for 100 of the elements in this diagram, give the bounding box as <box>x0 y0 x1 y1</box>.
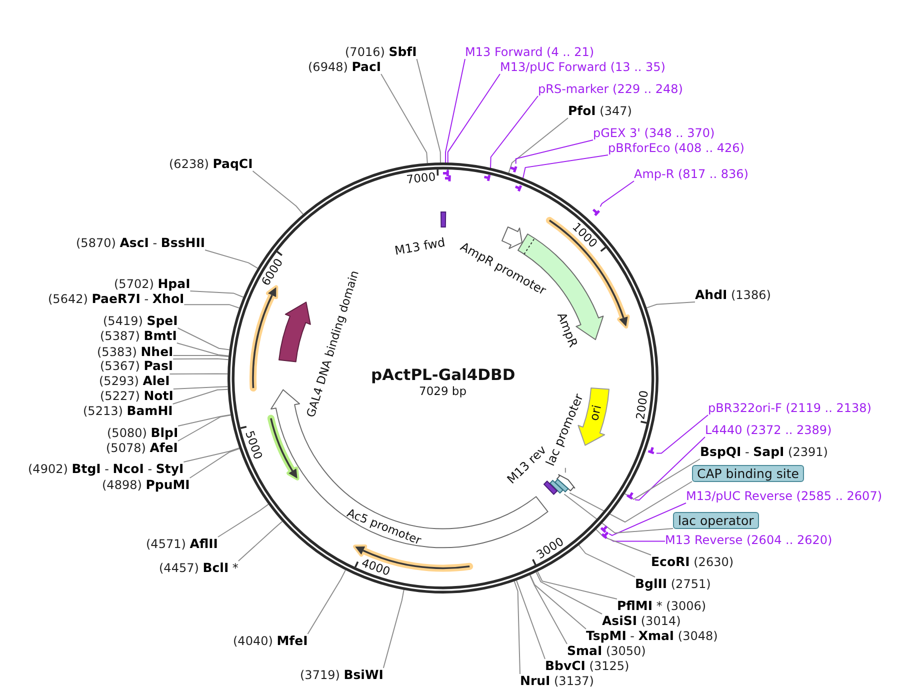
leader-line <box>172 388 228 404</box>
leader-line <box>610 538 666 542</box>
restriction-site-label: (6948) PacI <box>308 60 382 74</box>
leader-line <box>564 467 566 474</box>
leader-line <box>169 373 228 374</box>
leader-line <box>183 447 240 462</box>
restriction-site-label: PflMI* (3006) <box>617 599 706 613</box>
leader-line <box>536 572 602 614</box>
primer-site-bar <box>543 480 558 496</box>
leader-line <box>515 140 594 164</box>
leader-line <box>307 570 346 634</box>
leader-line <box>624 458 700 500</box>
scale-label: 2000 <box>634 390 650 420</box>
leader-line <box>189 448 240 478</box>
primer-site-mark <box>508 164 518 174</box>
leader-line <box>656 414 708 454</box>
plasmid-name: pActPL-Gal4DBD <box>371 366 516 384</box>
leader-line <box>514 580 520 674</box>
restriction-site-label: BspQI - SapI (2391) <box>700 445 828 459</box>
leader-line <box>177 328 230 350</box>
scale-label: 7000 <box>406 170 437 186</box>
leader-line <box>596 529 652 556</box>
orf-arc <box>352 542 472 573</box>
operator-box <box>548 479 564 494</box>
leader-line <box>530 574 586 630</box>
leader-line <box>537 571 618 600</box>
primer-label: Amp-R (817 .. 836) <box>634 167 748 181</box>
leader-line <box>176 342 230 356</box>
leader-line <box>238 520 283 562</box>
leader-line <box>252 170 304 215</box>
leader-line <box>646 302 696 308</box>
leader-line <box>172 386 228 390</box>
leader-line <box>190 290 244 298</box>
restriction-site-label: (7016) SbfI <box>345 45 417 59</box>
primer-label: pRS-marker (229 .. 248) <box>538 82 683 96</box>
restriction-site-label: (4040) MfeI <box>233 634 308 648</box>
restriction-site-label: (6238) PaqCI <box>169 157 253 171</box>
restriction-site-label: (5078) AfeI <box>106 441 178 455</box>
restriction-site-label: (5387) BmtI <box>100 329 177 343</box>
scale-label: 4000 <box>360 556 392 578</box>
restriction-site-label: (5702) HpaI <box>114 277 190 291</box>
restriction-site-label: (5227) NotI <box>100 389 174 403</box>
orf-arc <box>266 416 302 482</box>
plasmid-size-label: 7029 bp <box>419 385 467 398</box>
leader-line <box>578 544 636 578</box>
restriction-site-label: EcoRI (2630) <box>651 555 734 569</box>
restriction-site-label: SmaI (3050) <box>567 644 646 658</box>
restriction-site-label: (5419) SpeI <box>103 314 178 328</box>
leader-line <box>516 580 546 660</box>
feature-label: M13 fwd <box>394 236 446 258</box>
feature-callout: lac operator <box>673 512 759 528</box>
restriction-site-label: (5080) BlpI <box>107 426 178 440</box>
restriction-site-label: (5642) PaeR7I - XhoI <box>48 292 184 306</box>
primer-site-mark <box>590 206 600 216</box>
restriction-site-label: NruI (3137) <box>520 674 594 688</box>
leader-line <box>172 355 230 358</box>
primer-label: L4440 (2372 .. 2389) <box>705 423 832 437</box>
primer-site-mark <box>626 491 636 500</box>
leader-line <box>608 502 686 536</box>
restriction-site-label: (4571) AflII <box>146 537 218 551</box>
primer-site-mark <box>442 168 449 178</box>
leader-line <box>382 589 404 668</box>
feature-callout: CAP binding site <box>692 464 804 482</box>
leader-line <box>177 414 232 442</box>
restriction-site-label: BglII (2751) <box>635 577 711 591</box>
leader-line <box>600 180 634 208</box>
restriction-site-label: (4898) PpuMI <box>102 478 190 492</box>
restriction-site-label: (5213) BamHI <box>83 404 173 418</box>
scale-label: 5000 <box>242 429 264 461</box>
orf-arc <box>248 284 281 390</box>
leader-line <box>529 574 568 644</box>
primer-label: pGEX 3' (348 .. 370) <box>593 126 715 140</box>
primer-label: M13/pUC Reverse (2585 .. 2607) <box>686 489 882 503</box>
restriction-site-label: (5293) AleI <box>99 374 170 388</box>
restriction-site-label: AhdI (1386) <box>695 288 771 302</box>
restriction-site-label: (5383) NheI <box>97 345 174 359</box>
restriction-site-label: TspMI - XmaI (3048) <box>586 629 718 643</box>
leader-line <box>634 436 706 501</box>
restriction-site-label: BbvCI (3125) <box>545 659 630 673</box>
primer-site-mark <box>444 174 451 182</box>
primer-site-bar <box>440 209 446 230</box>
leader-line <box>178 414 232 426</box>
primer-site-mark <box>601 530 610 540</box>
restriction-site-label: (4902) BtgI - NcoI - StyI <box>28 462 184 476</box>
leader-line <box>564 494 674 534</box>
leader-line <box>508 118 568 174</box>
restriction-site-label: (4457) BclI* <box>159 561 238 575</box>
leader-line <box>184 304 240 308</box>
primer-site-mark <box>514 182 522 192</box>
primer-label: M13 Forward (4 .. 21) <box>465 45 594 59</box>
primer-site-mark <box>482 173 490 182</box>
leader-line <box>172 358 229 360</box>
primer-label: M13 Reverse (2604 .. 2620) <box>665 533 832 547</box>
primer-label: pBRforEco (408 .. 426) <box>608 141 744 155</box>
primer-label: pBR322ori-F (2119 .. 2138) <box>708 401 872 415</box>
leader-line <box>380 74 428 164</box>
feature-label: AmpR <box>554 311 580 350</box>
restriction-site-label: (5367) PasI <box>100 359 174 373</box>
primer-site-mark <box>600 524 610 534</box>
leader-line <box>569 481 692 523</box>
